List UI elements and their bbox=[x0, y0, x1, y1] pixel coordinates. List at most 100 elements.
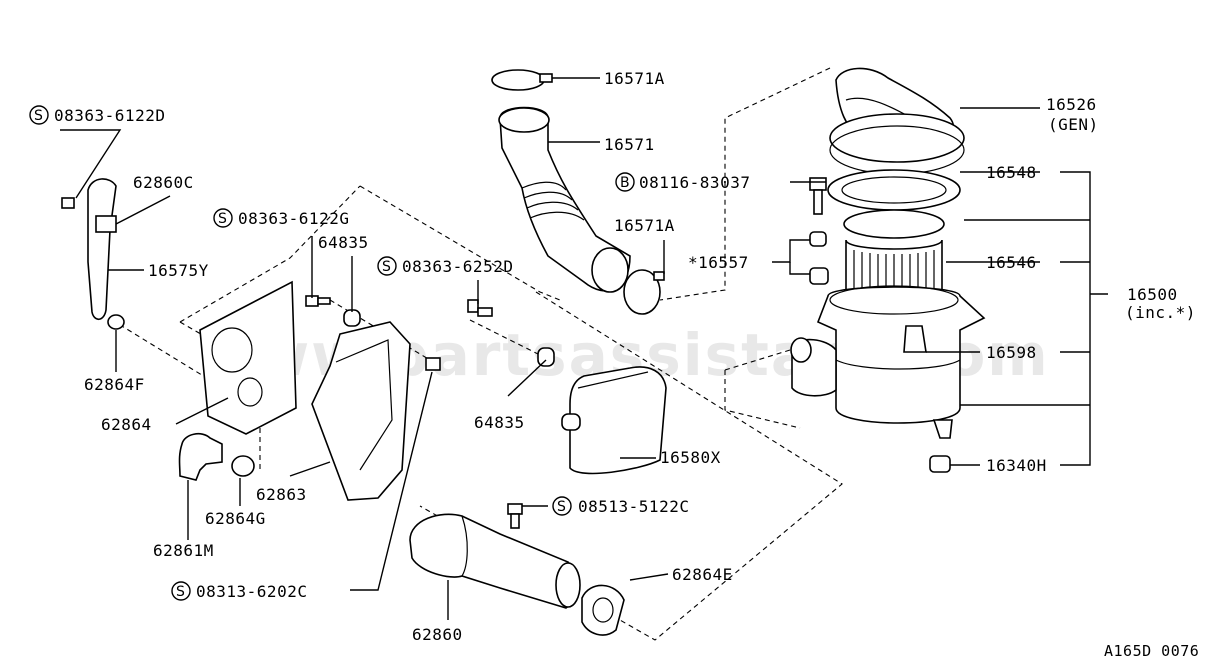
resonator-nipple bbox=[561, 413, 581, 431]
leader-lines bbox=[60, 77, 1108, 620]
inlet-hose-end bbox=[555, 562, 581, 608]
bolt-08363-g-shank bbox=[317, 297, 331, 305]
part-label-62864: 62864 bbox=[101, 415, 152, 434]
part-label-16575y: 16575Y bbox=[148, 261, 209, 280]
intake-duct-outlet bbox=[591, 247, 629, 293]
bolt-head bbox=[809, 177, 827, 191]
figure-code: A165D 0076 bbox=[1104, 642, 1199, 660]
screw-symbol-icon: S bbox=[377, 256, 397, 276]
air-cleaner-assembly bbox=[790, 67, 986, 473]
air-cleaner-lid bbox=[829, 113, 965, 163]
inlet-hose-62860 bbox=[409, 513, 577, 609]
part-label-16580x: 16580X bbox=[660, 448, 721, 467]
dashed-outline bbox=[179, 185, 361, 323]
dashed-outline bbox=[469, 319, 541, 356]
part-label-08363-6122d: 08363-6122D bbox=[54, 106, 165, 125]
inlet-hose-seam bbox=[461, 515, 468, 577]
part-label-16571: 16571 bbox=[604, 135, 655, 154]
screw-08513-head bbox=[507, 503, 523, 515]
part-label-62864f: 62864F bbox=[84, 375, 145, 394]
gasket-ring bbox=[827, 169, 961, 211]
air-cleaner-housing bbox=[816, 286, 986, 424]
bolt-symbol-icon: B bbox=[615, 172, 635, 192]
part-label-08313-6202c: 08313-6202C bbox=[196, 582, 307, 601]
inlet-hose-group bbox=[409, 503, 625, 636]
part-label-62860c: 62860C bbox=[133, 173, 194, 192]
hose-clamp-mid bbox=[623, 269, 661, 315]
symbol-markers: S S S B S S bbox=[29, 105, 635, 601]
part-labels: 16571A 16571 16526 (GEN) 08116-83037 165… bbox=[54, 69, 1199, 660]
part-label-08513-5122c: 08513-5122C bbox=[578, 497, 689, 516]
clip-16598 bbox=[903, 325, 927, 353]
part-label-62860: 62860 bbox=[412, 625, 463, 644]
part-label-62863: 62863 bbox=[256, 485, 307, 504]
svg-text:S: S bbox=[176, 584, 185, 600]
svg-text:S: S bbox=[34, 108, 43, 124]
bracket-plate-62864 bbox=[199, 280, 297, 435]
screw-symbol-icon: S bbox=[171, 581, 191, 601]
grommet-16340h bbox=[929, 455, 951, 473]
intake-duct-group bbox=[491, 69, 665, 315]
part-label-62864e: 62864E bbox=[672, 565, 733, 584]
housing-rim bbox=[829, 285, 959, 315]
part-label-62861m: 62861M bbox=[153, 541, 214, 560]
duct-corrugations bbox=[521, 181, 585, 221]
mount-bushing-a bbox=[343, 309, 361, 327]
part-label-16571a-mid: 16571A bbox=[614, 216, 675, 235]
bolt-shank bbox=[813, 189, 823, 215]
bracket-hole-large bbox=[211, 327, 253, 373]
bracket-cover-62863 bbox=[311, 321, 411, 501]
snout-opening bbox=[790, 337, 812, 363]
bolt-08363-6252d-shank bbox=[477, 307, 493, 317]
seal-62864e-hole bbox=[592, 597, 614, 623]
bracket-hole-small bbox=[237, 377, 263, 407]
housing-foot bbox=[932, 419, 953, 439]
part-label-16548: 16548 bbox=[986, 163, 1037, 182]
cover-inner-line bbox=[335, 339, 393, 471]
dashed-outline bbox=[359, 185, 561, 301]
svg-text:S: S bbox=[557, 499, 566, 515]
hose-62860c bbox=[87, 178, 117, 321]
intake-duct-mouth bbox=[498, 107, 550, 133]
bracket-group bbox=[61, 178, 493, 501]
clamp-screw-top bbox=[539, 73, 553, 83]
washer-lower bbox=[809, 267, 829, 285]
resonator-seam bbox=[577, 371, 649, 389]
elbow-62861m bbox=[178, 432, 223, 481]
gasket-ring-inner bbox=[841, 176, 947, 204]
part-label-08116: 08116-83037 bbox=[639, 173, 750, 192]
screw-symbol-icon: S bbox=[213, 208, 233, 228]
washer-upper bbox=[809, 231, 827, 247]
part-label-16526-sub: (GEN) bbox=[1048, 115, 1099, 134]
screw-symbol-icon: S bbox=[29, 105, 49, 125]
part-label-16598: 16598 bbox=[986, 343, 1037, 362]
part-label-16526: 16526 bbox=[1046, 95, 1097, 114]
screw-symbol-icon: S bbox=[552, 496, 572, 516]
part-label-64835-b: 64835 bbox=[474, 413, 525, 432]
seal-62864e bbox=[581, 584, 625, 636]
clamp-screw-mid bbox=[653, 271, 665, 281]
part-label-16500-sub: (inc.*) bbox=[1125, 303, 1196, 322]
screw-08363-d bbox=[61, 197, 75, 209]
part-label-16557: *16557 bbox=[688, 253, 749, 272]
filter-element-top bbox=[843, 209, 945, 239]
grommet-62864g bbox=[231, 455, 255, 477]
dashed-outline bbox=[724, 349, 791, 371]
resonator-16580x bbox=[569, 366, 667, 475]
housing-seam bbox=[835, 359, 961, 370]
bolt-08363-6252d-head bbox=[467, 299, 479, 313]
hose-62860c-clamp bbox=[95, 215, 117, 233]
hose-clamp-top bbox=[491, 69, 545, 91]
screw-08513-shank bbox=[510, 513, 520, 529]
part-label-08363-6252d: 08363-6252D bbox=[402, 257, 513, 276]
part-label-16340h: 16340H bbox=[986, 456, 1047, 475]
part-label-16546: 16546 bbox=[986, 253, 1037, 272]
bolt-08313-head bbox=[425, 357, 441, 371]
dashed-outline bbox=[659, 67, 831, 301]
svg-text:S: S bbox=[218, 211, 227, 227]
mount-bushing-b bbox=[537, 347, 555, 367]
part-label-62864g: 62864G bbox=[205, 509, 266, 528]
part-label-64835-a: 64835 bbox=[318, 233, 369, 252]
